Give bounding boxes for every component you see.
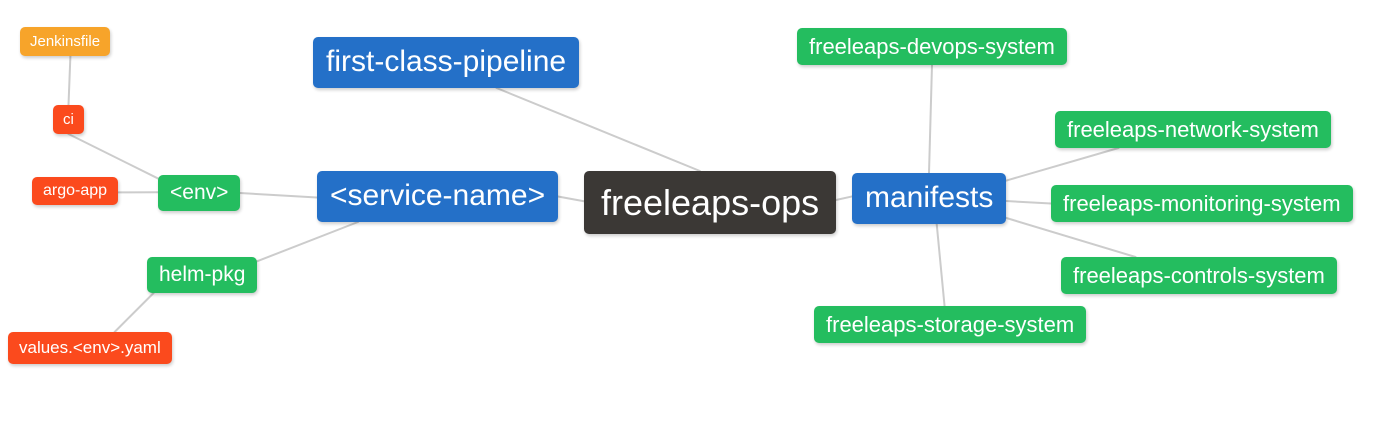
- node-env[interactable]: <env>: [158, 175, 241, 212]
- node-label: <env>: [170, 181, 229, 204]
- node-helm-pkg[interactable]: helm-pkg: [147, 257, 258, 294]
- node-network[interactable]: freeleaps-network-system: [1055, 111, 1331, 149]
- node-label: freeleaps-ops: [601, 182, 820, 223]
- node-manifests[interactable]: manifests: [852, 173, 1007, 224]
- node-monitoring[interactable]: freeleaps-monitoring-system: [1051, 185, 1353, 223]
- node-label: freeleaps-network-system: [1067, 117, 1319, 142]
- node-label: ci: [63, 111, 74, 128]
- edge-first-class-pipeline-freeleaps-ops: [495, 87, 701, 172]
- node-label: helm-pkg: [159, 263, 246, 286]
- node-ci[interactable]: ci: [53, 105, 84, 135]
- node-freeleaps-ops[interactable]: freeleaps-ops: [584, 171, 837, 235]
- node-label: Jenkinsfile: [30, 33, 101, 50]
- node-label: values.<env>.yaml: [19, 338, 161, 357]
- edge-freeleaps-ops-manifests: [835, 195, 853, 201]
- node-label: first-class-pipeline: [326, 45, 567, 78]
- node-label: freeleaps-devops-system: [809, 34, 1055, 59]
- node-label: <service-name>: [330, 179, 546, 212]
- node-label: freeleaps-monitoring-system: [1063, 191, 1341, 216]
- edge-values-yaml-helm-pkg: [113, 292, 155, 333]
- edge-manifests-devops: [928, 64, 933, 174]
- node-label: argo-app: [43, 182, 108, 199]
- edge-manifests-storage: [935, 223, 946, 307]
- node-storage[interactable]: freeleaps-storage-system: [814, 306, 1087, 344]
- node-values-yaml[interactable]: values.<env>.yaml: [8, 332, 172, 364]
- node-service-name[interactable]: <service-name>: [317, 171, 559, 222]
- edge-helm-pkg-service-name: [256, 221, 359, 263]
- edge-ci-env: [67, 133, 162, 181]
- node-label: freeleaps-controls-system: [1073, 263, 1325, 288]
- node-first-class-pipeline[interactable]: first-class-pipeline: [313, 37, 580, 88]
- node-label: freeleaps-storage-system: [826, 312, 1075, 337]
- edge-manifests-controls: [1005, 216, 1137, 258]
- edge-env-service-name: [239, 192, 318, 199]
- edge-manifests-monitoring: [1005, 200, 1052, 205]
- node-jenkinsfile[interactable]: Jenkinsfile: [20, 27, 111, 57]
- node-label: manifests: [865, 181, 994, 214]
- edge-service-name-freeleaps-ops: [557, 195, 585, 203]
- node-devops[interactable]: freeleaps-devops-system: [797, 28, 1067, 66]
- node-argo-app[interactable]: argo-app: [32, 177, 119, 206]
- edge-manifests-network: [1005, 147, 1120, 182]
- node-controls[interactable]: freeleaps-controls-system: [1061, 257, 1337, 295]
- edge-jenkinsfile-ci: [67, 55, 72, 106]
